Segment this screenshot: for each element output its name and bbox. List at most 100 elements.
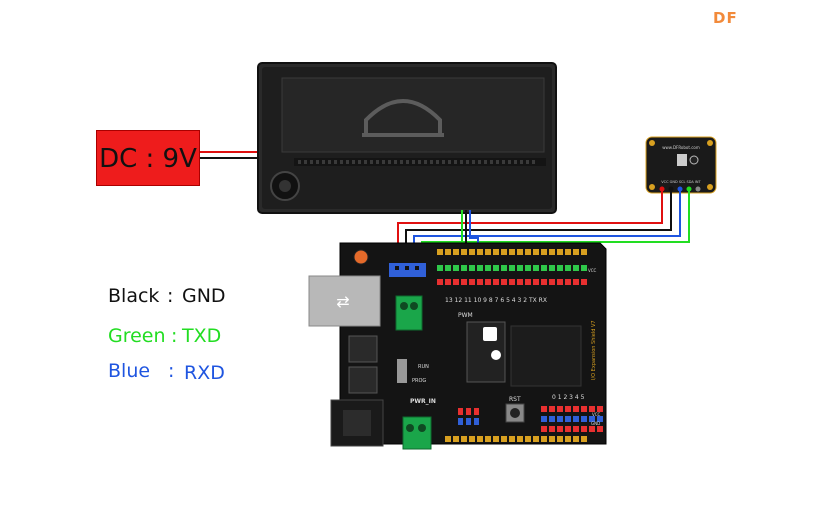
bottom-header-pin <box>581 436 587 442</box>
analog-header-pin <box>565 406 571 412</box>
analog-header-pin <box>597 426 603 432</box>
legend-black-gnd: Black : GND <box>108 285 226 307</box>
sensor-pin-labels: VCC GND SCL SDA INT <box>661 180 701 184</box>
digital-header-pin <box>533 249 539 255</box>
digital-header-pin <box>445 249 451 255</box>
aux-header-pin <box>458 408 463 415</box>
usb-connector <box>308 275 381 327</box>
analog-header-pin <box>549 406 555 412</box>
terminal-block-bottom <box>402 416 432 450</box>
dc-power-supply-label: DC : 9V <box>96 130 200 186</box>
analog-header-pin <box>565 426 571 432</box>
legend-blue-sep: : <box>168 360 175 382</box>
digital-header-pin <box>437 279 443 285</box>
aux-header-pin <box>466 408 471 415</box>
vent-slot <box>370 160 373 164</box>
vent-slot <box>430 160 433 164</box>
vent-slot <box>382 160 385 164</box>
digital-header-pin <box>477 265 483 271</box>
digital-pin-labels: 13 12 11 10 9 8 7 6 5 4 3 2 TX RX <box>445 297 547 304</box>
analog-header-pin <box>541 426 547 432</box>
analog-header-pin <box>557 406 563 412</box>
digital-header-pin <box>525 249 531 255</box>
usb-icon: ⇄ <box>336 292 349 311</box>
digital-header-pin <box>565 265 571 271</box>
vent-slot <box>406 160 409 164</box>
digital-header-pin <box>501 249 507 255</box>
digital-header-pin <box>485 265 491 271</box>
bottom-header-pin <box>493 436 499 442</box>
sensor-brand-text: www.DFRobot.com <box>662 145 700 150</box>
digital-header-pin <box>501 265 507 271</box>
digital-header-pin <box>477 249 483 255</box>
digital-header-pin <box>453 279 459 285</box>
vent-slot <box>364 160 367 164</box>
digital-header-pin <box>485 279 491 285</box>
digital-header-pin <box>437 265 443 271</box>
sensor-module: www.DFRobot.com VCC GND SCL SDA INT <box>645 136 717 194</box>
legend-green-key: Green <box>108 325 166 347</box>
bottom-header-pin <box>573 436 579 442</box>
analog-header-pin <box>549 426 555 432</box>
vent-slot <box>460 160 463 164</box>
digital-header-pin <box>493 265 499 271</box>
vent-slot <box>322 160 325 164</box>
digital-header-pin <box>493 279 499 285</box>
analog-header-pin <box>589 426 595 432</box>
analog-header-pin <box>541 406 547 412</box>
vent-slot <box>376 160 379 164</box>
legend-blue-value: RXD <box>184 362 225 384</box>
digital-header-pin <box>453 265 459 271</box>
digital-header-pin <box>573 249 579 255</box>
vent-slot <box>502 160 505 164</box>
analog-pin-labels: 0 1 2 3 4 5 <box>552 394 585 401</box>
terminal-block-top <box>395 295 423 331</box>
bottom-header-pin <box>469 436 475 442</box>
vent-slot <box>454 160 457 164</box>
analog-header-pin <box>597 416 603 422</box>
analog-header-pin <box>597 406 603 412</box>
bottom-header-pin <box>509 436 515 442</box>
legend-green-sep: : <box>171 325 178 347</box>
bottom-header-pin <box>485 436 491 442</box>
vent-slots <box>298 160 535 164</box>
digital-header-pin <box>437 249 443 255</box>
rst-label: RST <box>509 396 521 403</box>
digital-header-pin <box>581 265 587 271</box>
vent-slot <box>340 160 343 164</box>
vent-slot <box>418 160 421 164</box>
digital-header-pin <box>525 279 531 285</box>
pwr-in-label: PWR_IN <box>410 398 436 405</box>
vent-slot <box>496 160 499 164</box>
printer-module <box>257 62 557 214</box>
vent-slot <box>472 160 475 164</box>
digital-header-pin <box>573 279 579 285</box>
vent-slot <box>532 160 535 164</box>
vent-slot <box>346 160 349 164</box>
vent-slot <box>316 160 319 164</box>
digital-header-pin <box>461 279 467 285</box>
vent-slot <box>484 160 487 164</box>
legend-black-sep: : <box>167 285 174 307</box>
analog-header-pin <box>549 416 555 422</box>
bottom-header-pin <box>517 436 523 442</box>
legend-black-key: Black <box>108 285 160 307</box>
digital-header-pin <box>581 279 587 285</box>
reset-button-icon <box>353 249 369 265</box>
analog-header-pin <box>541 416 547 422</box>
digital-header-pin <box>557 279 563 285</box>
dfrobot-logo-icon <box>483 327 497 341</box>
analog-header-pin <box>565 416 571 422</box>
analog-header-pin <box>557 416 563 422</box>
aux-header-pin <box>474 408 479 415</box>
bottom-header-pin <box>565 436 571 442</box>
digital-header-pin <box>509 249 515 255</box>
analog-header-pin <box>581 426 587 432</box>
bottom-header-pin <box>461 436 467 442</box>
vent-slot <box>412 160 415 164</box>
digital-header-pin <box>549 249 555 255</box>
digital-header-pin <box>549 265 555 271</box>
legend-blue-rxd: Blue : RXD <box>108 360 225 384</box>
digital-header-pin <box>573 265 579 271</box>
